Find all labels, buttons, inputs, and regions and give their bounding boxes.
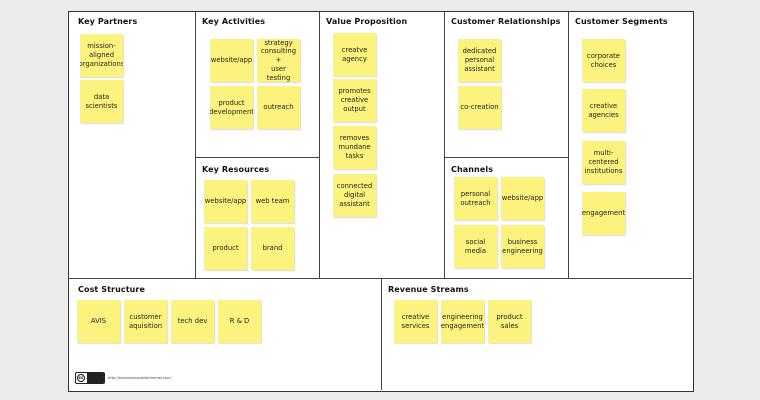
divider	[444, 157, 568, 158]
key-resources-title: Key Resources	[202, 165, 270, 174]
sticky-note[interactable]: business engineering	[501, 225, 544, 268]
sticky-note[interactable]: creative services	[394, 300, 437, 343]
divider	[195, 157, 319, 158]
divider	[195, 12, 196, 278]
customer-segments-title: Customer Segments	[575, 17, 668, 26]
sticky-note[interactable]: customer aquisition	[124, 300, 167, 343]
sticky-note[interactable]: outreach	[257, 86, 300, 129]
sticky-note[interactable]: corporate choices	[582, 39, 625, 82]
divider	[444, 12, 445, 278]
sticky-note[interactable]: creatve agency	[333, 33, 376, 76]
sticky-note[interactable]: engineering engagement	[441, 300, 484, 343]
sticky-note[interactable]: data scientists	[80, 80, 123, 123]
sticky-note[interactable]: multi- centered institutions	[582, 141, 625, 184]
license-url[interactable]: http://businessmodelalchemist.com/	[108, 376, 172, 380]
sticky-note[interactable]: website/app	[210, 39, 253, 82]
sticky-note[interactable]: social media	[454, 225, 497, 268]
key-activities-title: Key Activities	[202, 17, 266, 26]
sticky-note[interactable]: co-creation	[458, 86, 501, 129]
cost-structure-title: Cost Structure	[78, 285, 145, 294]
sticky-note[interactable]: engagement	[582, 192, 625, 235]
business-model-canvas: Key Partners Key Activities Key Resource…	[68, 11, 694, 392]
sticky-note[interactable]: website/app	[501, 177, 544, 220]
sticky-note[interactable]: connected digital assistant	[333, 174, 376, 217]
value-proposition-title: Value Proposition	[326, 17, 408, 26]
sticky-note[interactable]: web team	[251, 180, 294, 223]
sticky-note[interactable]: product sales	[488, 300, 531, 343]
key-partners-title: Key Partners	[78, 17, 138, 26]
customer-relationships-title: Customer Relationships	[451, 17, 561, 26]
revenue-streams-title: Revenue Streams	[388, 285, 469, 294]
cc-badge-label: cc	[77, 374, 85, 382]
channels-title: Channels	[451, 165, 494, 174]
sticky-note[interactable]: brand	[251, 227, 294, 270]
sticky-note[interactable]: R & D	[218, 300, 261, 343]
divider	[568, 12, 569, 278]
divider	[381, 278, 382, 390]
sticky-note[interactable]: personal outreach	[454, 177, 497, 220]
sticky-note[interactable]: tech dev	[171, 300, 214, 343]
divider	[319, 12, 320, 278]
sticky-note[interactable]: website/app	[204, 180, 247, 223]
sticky-note[interactable]: product development	[210, 86, 253, 129]
sticky-note[interactable]: promotes creative output	[333, 79, 376, 122]
creative-commons-icon[interactable]: cc	[75, 372, 105, 384]
sticky-note[interactable]: product	[204, 227, 247, 270]
sticky-note[interactable]: removes mundane tasks	[333, 126, 376, 169]
license: cc http://businessmodelalchemist.com/	[75, 372, 172, 384]
sticky-note[interactable]: AVIS	[77, 300, 120, 343]
divider	[69, 278, 692, 279]
sticky-note[interactable]: creative agencies	[582, 89, 625, 132]
sticky-note[interactable]: strategy consulting + user testing	[257, 39, 300, 82]
sticky-note[interactable]: mission- aligned organizations	[80, 34, 123, 77]
sticky-note[interactable]: dedicated personal assistant	[458, 39, 501, 82]
